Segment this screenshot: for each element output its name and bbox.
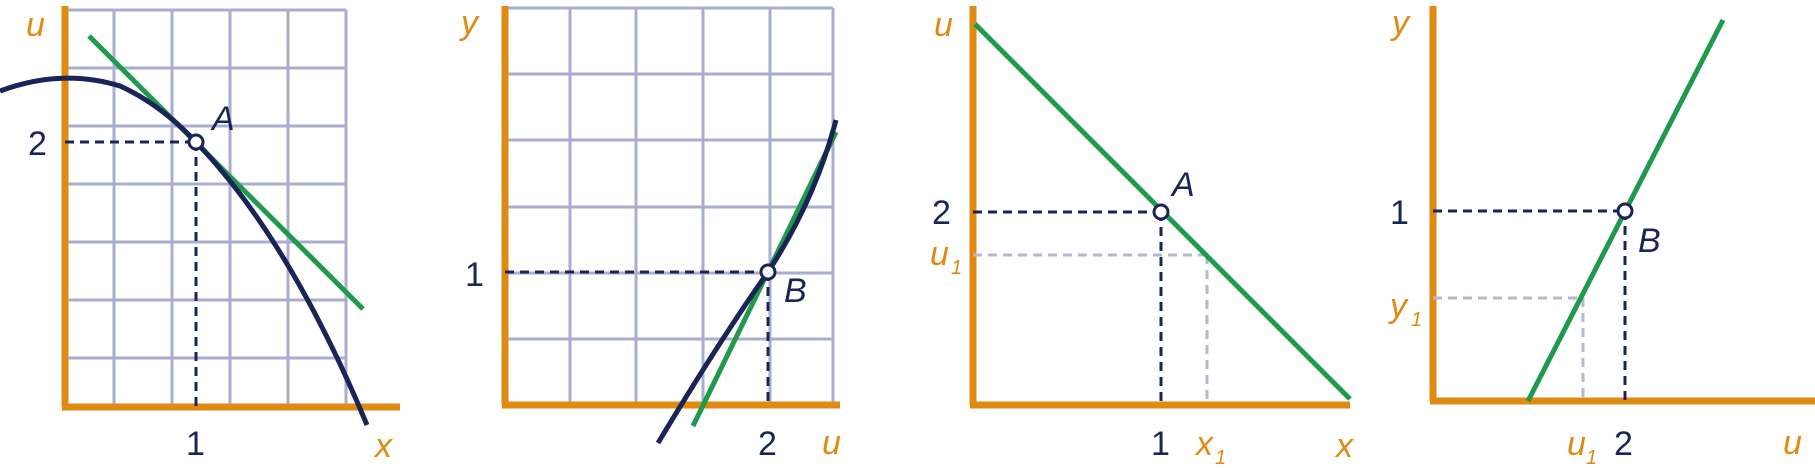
panel-4-point-label: B: [1638, 222, 1661, 260]
panel-2-axes: [501, 6, 840, 409]
panel-1-point: [187, 133, 205, 151]
panel-3-x-tick: 1: [1151, 425, 1170, 463]
panel-3-x-sub-tick: x 1: [1194, 425, 1226, 468]
panel-4-point: [1616, 202, 1634, 220]
panel-4-y-axis-label: y: [1390, 4, 1411, 42]
panel-2-grid: [501, 6, 835, 405]
panel-3-y-sub-tick: u 1: [930, 235, 962, 279]
panel-4-y-tick: 1: [1390, 194, 1409, 232]
panel-3-axes: [969, 6, 1350, 409]
panel-4-guides-light: [1433, 296, 1585, 401]
panel-1-axes: [61, 6, 400, 411]
panel-2-point: [759, 263, 777, 281]
panel-2-point-label: B: [784, 272, 807, 310]
panel-1-grid: [65, 8, 348, 405]
panel-1-x-axis-label: x: [373, 427, 393, 465]
panel-2-x-axis-label: u: [822, 424, 841, 462]
svg-text:u: u: [930, 235, 949, 273]
panel-3-y-axis-label: u: [934, 6, 953, 44]
svg-text:1: 1: [1586, 447, 1597, 468]
panel-1: u x 1 2 A: [0, 6, 400, 465]
svg-text:x: x: [1194, 425, 1214, 463]
panel-1-curve: [0, 75, 370, 426]
panel-3-point: [1152, 203, 1170, 221]
panel-3: u x 1 2 A x 1 u 1: [930, 6, 1354, 468]
panel-3-guides: [973, 210, 1163, 405]
panel-2: y u 2 1 B: [459, 4, 841, 463]
svg-text:y: y: [1388, 287, 1409, 325]
panel-1-guides: [65, 140, 198, 407]
panel-2-y-axis-label: y: [459, 4, 480, 42]
panel-4-x-axis-label: u: [1783, 424, 1802, 462]
panel-2-x-tick: 2: [758, 425, 777, 463]
panel-1-x-tick: 1: [186, 425, 205, 463]
panel-2-y-tick: 1: [465, 256, 484, 294]
panel-3-guides-light: [973, 253, 1209, 405]
panel-1-y-axis-label: u: [26, 6, 45, 44]
panel-1-y-tick: 2: [28, 125, 47, 163]
panel-2-guides: [505, 270, 770, 405]
svg-text:u: u: [1567, 425, 1586, 463]
panel-3-y-tick: 2: [932, 194, 951, 232]
panel-2-curve: [655, 119, 839, 445]
panel-4-axes: [1429, 6, 1815, 405]
panel-3-x-axis-label: x: [1334, 427, 1354, 465]
svg-text:1: 1: [1215, 447, 1226, 468]
svg-text:1: 1: [951, 257, 962, 279]
panel-4-y-sub-tick: y 1: [1388, 287, 1422, 331]
svg-text:1: 1: [1411, 309, 1422, 331]
panel-4-x-tick: 2: [1614, 425, 1633, 463]
panel-4-x-sub-tick: u 1: [1567, 425, 1597, 468]
panel-4-guides: [1433, 209, 1627, 401]
panel-4: y u 2 1 B u 1 y 1: [1388, 4, 1815, 468]
panel-3-point-label: A: [1170, 166, 1195, 204]
panel-1-point-label: A: [210, 100, 235, 138]
